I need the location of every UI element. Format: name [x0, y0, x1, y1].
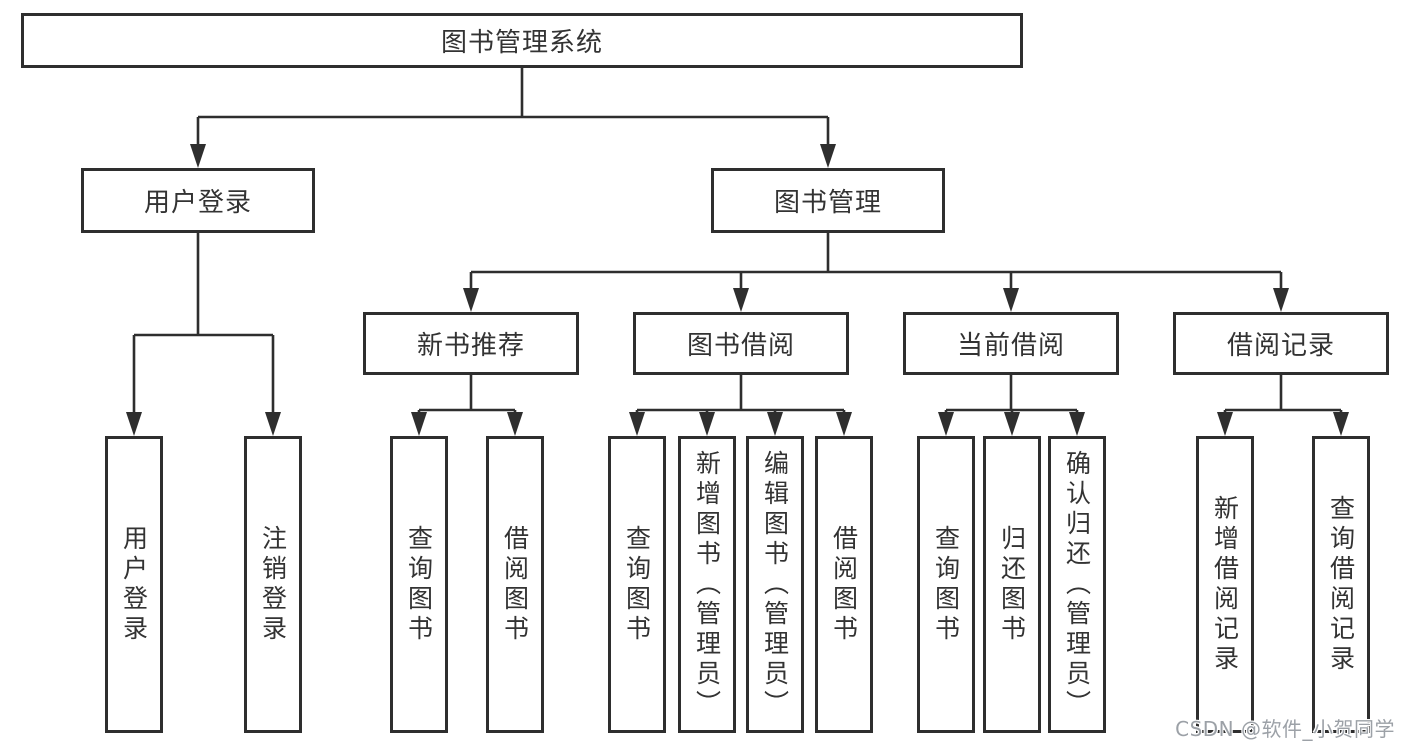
node-root: 图书管理系统: [21, 13, 1023, 68]
leaf-edit-book-admin: 编辑图书（管理员）: [746, 436, 804, 733]
arrowhead-down-icon: [1069, 412, 1085, 436]
arrowhead-down-icon: [733, 288, 749, 312]
leaf-logout: 注销登录: [244, 436, 302, 733]
leaf-query-books-current: 查询图书: [917, 436, 975, 733]
leaf-query-books-recommend: 查询图书: [390, 436, 448, 733]
arrowhead-down-icon: [1273, 288, 1289, 312]
leaf-add-borrow-record-label: 新增借阅记录: [1210, 494, 1240, 675]
arrowhead-down-icon: [265, 412, 281, 436]
leaf-add-borrow-record: 新增借阅记录: [1196, 436, 1254, 733]
leaf-user-login: 用户登录: [105, 436, 163, 733]
node-book-management: 图书管理: [711, 168, 945, 233]
arrowhead-down-icon: [190, 144, 206, 168]
node-book-borrowing: 图书借阅: [633, 312, 849, 375]
node-current-borrowing-label: 当前借阅: [956, 331, 1065, 361]
leaf-user-login-label: 用户登录: [119, 524, 149, 645]
node-borrow-records-label: 借阅记录: [1226, 331, 1335, 361]
arrowhead-down-icon: [836, 412, 852, 436]
leaf-add-book-admin: 新增图书（管理员）: [678, 436, 736, 733]
leaf-confirm-return-admin: 确认归还（管理员）: [1048, 436, 1106, 733]
arrowhead-down-icon: [629, 412, 645, 436]
arrowhead-down-icon: [1217, 412, 1233, 436]
leaf-query-books-current-label: 查询图书: [931, 524, 961, 645]
arrowhead-down-icon: [411, 412, 427, 436]
node-current-borrowing: 当前借阅: [903, 312, 1119, 375]
node-new-book-recommend-label: 新书推荐: [416, 331, 525, 361]
arrowhead-down-icon: [126, 412, 142, 436]
node-new-book-recommend: 新书推荐: [363, 312, 579, 375]
leaf-return-books: 归还图书: [983, 436, 1041, 733]
arrowhead-down-icon: [767, 412, 783, 436]
node-user-login-label: 用户登录: [143, 188, 252, 218]
leaf-confirm-return-admin-label: 确认归还（管理员）: [1062, 449, 1092, 720]
leaf-logout-label: 注销登录: [258, 524, 288, 645]
leaf-query-borrow-record: 查询借阅记录: [1312, 436, 1370, 733]
leaf-query-borrow-record-label: 查询借阅记录: [1326, 494, 1356, 675]
leaf-borrow-books-recommend-label: 借阅图书: [500, 524, 530, 645]
arrowhead-down-icon: [1333, 412, 1349, 436]
node-user-login: 用户登录: [81, 168, 315, 233]
node-borrow-records: 借阅记录: [1173, 312, 1389, 375]
arrowhead-down-icon: [1004, 412, 1020, 436]
arrowhead-down-icon: [463, 288, 479, 312]
leaf-query-books-recommend-label: 查询图书: [404, 524, 434, 645]
leaf-edit-book-admin-label: 编辑图书（管理员）: [760, 449, 790, 720]
leaf-query-books-borrow-label: 查询图书: [622, 524, 652, 645]
leaf-return-books-label: 归还图书: [997, 524, 1027, 645]
leaf-add-book-admin-label: 新增图书（管理员）: [692, 449, 722, 720]
node-root-label: 图书管理系统: [440, 28, 603, 58]
leaf-query-books-borrow: 查询图书: [608, 436, 666, 733]
leaf-borrow-books: 借阅图书: [815, 436, 873, 733]
node-book-borrowing-label: 图书借阅: [686, 331, 795, 361]
leaf-borrow-books-label: 借阅图书: [829, 524, 859, 645]
arrowhead-down-icon: [938, 412, 954, 436]
arrowhead-down-icon: [699, 412, 715, 436]
watermark: CSDN @软件_小贺同学: [1175, 717, 1395, 741]
leaf-borrow-books-recommend: 借阅图书: [486, 436, 544, 733]
arrowhead-down-icon: [1003, 288, 1019, 312]
arrowhead-down-icon: [820, 144, 836, 168]
node-book-management-label: 图书管理: [773, 188, 882, 218]
arrowhead-down-icon: [507, 412, 523, 436]
